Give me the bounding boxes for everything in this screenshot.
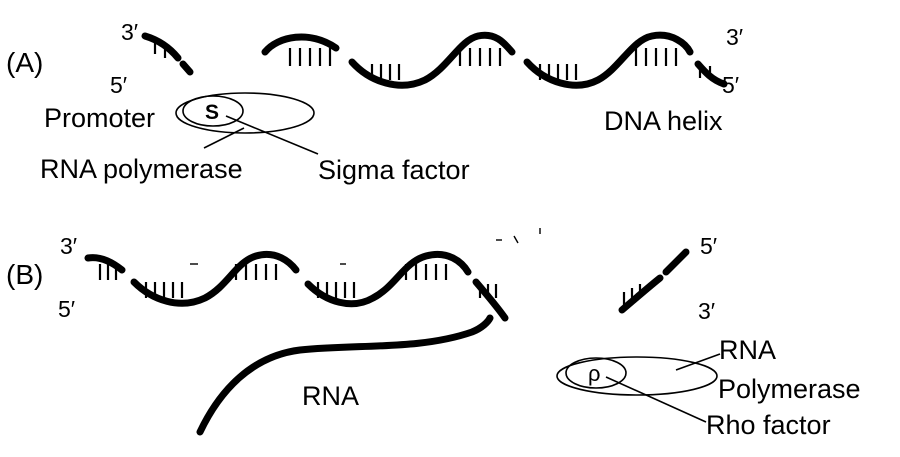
b-end-top-left: 3′ (60, 233, 77, 259)
promoter-label: Promoter (44, 103, 155, 133)
rna-transcript (196, 314, 494, 436)
sigma-factor-shape (182, 95, 244, 127)
sigma-factor-leader (225, 115, 319, 155)
sigma-symbol: S (205, 101, 219, 124)
rna-polymerase-b-label-line2: Polymerase (718, 374, 861, 404)
a-end-top-left: 3′ (121, 19, 138, 45)
dna-helix-b-backbone (84, 251, 509, 322)
rna-polymerase-b-shape (556, 356, 718, 396)
rho-factor-leader (605, 376, 707, 423)
rho-symbol: ρ (588, 361, 601, 386)
dna-fragment-right (618, 274, 664, 314)
dna-fragment-left-tip (179, 60, 194, 76)
a-end-bottom-right: 5′ (722, 72, 739, 98)
rna-label: RNA (302, 381, 359, 411)
dna-helix-label: DNA helix (604, 106, 723, 136)
panel-b-label: (B) (6, 259, 43, 290)
panel-b: (B) 3′ 5′ 5′ 3′ RNA (6, 228, 861, 440)
b-end-bottom-right: 3′ (698, 298, 715, 324)
rna-polymerase-a-shape (175, 92, 315, 134)
b-end-top-right: 5′ (700, 233, 717, 259)
sigma-factor-label: Sigma factor (318, 155, 470, 185)
rna-polymerase-label: RNA polymerase (40, 154, 243, 184)
rna-polymerase-b-leader (675, 353, 721, 371)
dna-fragment-left (141, 32, 182, 62)
dna-helix-a-backbone (261, 31, 728, 89)
dna-helix-b (84, 251, 509, 322)
dna-helix-a (261, 31, 728, 89)
a-end-bottom-left: 5′ (110, 72, 127, 98)
a-end-top-right: 3′ (726, 24, 743, 50)
panel-a: (A) 3′ 5′ 3′ 5′ S Promoter RNA polymeras… (6, 19, 743, 185)
dna-fragment-right-rungs (622, 284, 642, 306)
rna-polymerase-b-label-line1: RNA (719, 335, 776, 365)
rna-polymerase-leader (203, 127, 245, 149)
panel-a-label: (A) (6, 47, 43, 78)
faint-marks (190, 228, 541, 265)
dna-fragment-left-rungs (153, 42, 167, 58)
rho-factor-shape (565, 357, 627, 389)
dna-fragment-right-tip (662, 248, 690, 276)
b-end-bottom-left: 5′ (58, 296, 75, 322)
rho-factor-label: Rho factor (706, 410, 831, 440)
